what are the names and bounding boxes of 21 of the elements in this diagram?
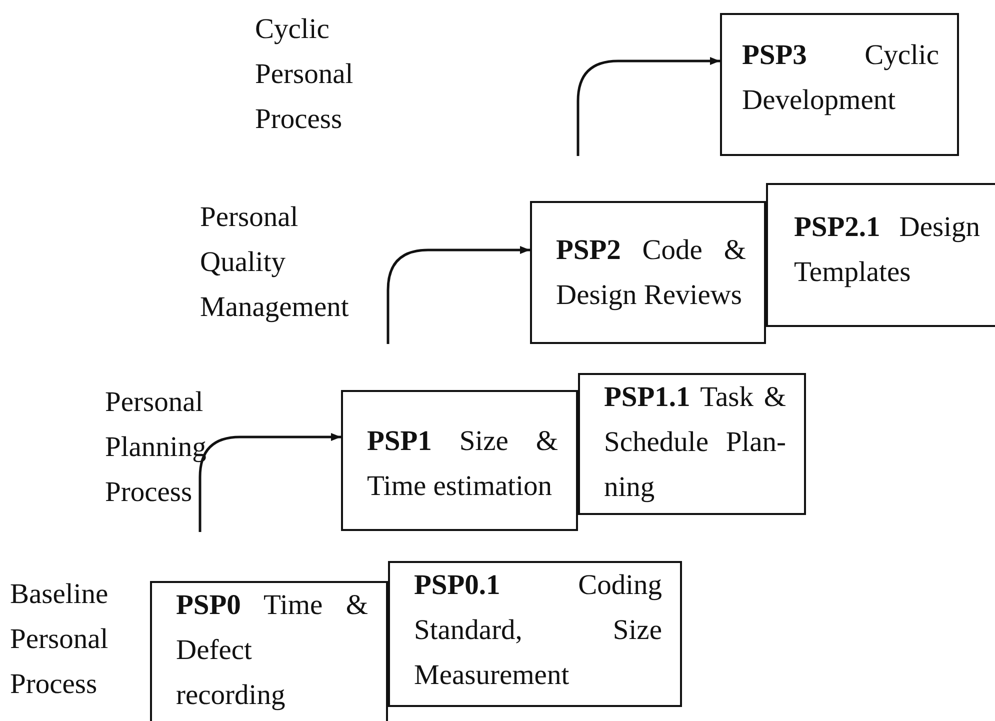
box-text: PSP2 Code & Design Reviews (556, 234, 746, 313)
process-box (341, 390, 578, 531)
level-label: Personal Quality Management (200, 201, 350, 325)
box-text: PSP0 Time & Defect recording (176, 589, 368, 713)
process-box (578, 373, 806, 515)
level-label: Personal Planning Process (105, 386, 208, 510)
level-label: Baseline Personal Process (10, 578, 110, 702)
process-box (720, 13, 959, 156)
box-text: PSP2.1 Design Templates (794, 211, 980, 290)
process-box (388, 561, 682, 707)
curved-arrow (576, 57, 720, 156)
box-text: PSP3 Cyclic Development (742, 39, 939, 118)
box-text: PSP1.1 Task & Schedule Plan- ning (604, 381, 786, 505)
process-box (150, 581, 388, 721)
curved-arrow (386, 246, 530, 344)
process-box (766, 183, 995, 327)
level-label: Cyclic Personal Process (255, 13, 354, 137)
process-box (530, 201, 766, 344)
box-text: PSP0.1 Coding Standard, Size Measurement (414, 569, 662, 693)
box-text: PSP1 Size & Time estimation (367, 425, 558, 504)
curved-arrow (198, 433, 341, 532)
